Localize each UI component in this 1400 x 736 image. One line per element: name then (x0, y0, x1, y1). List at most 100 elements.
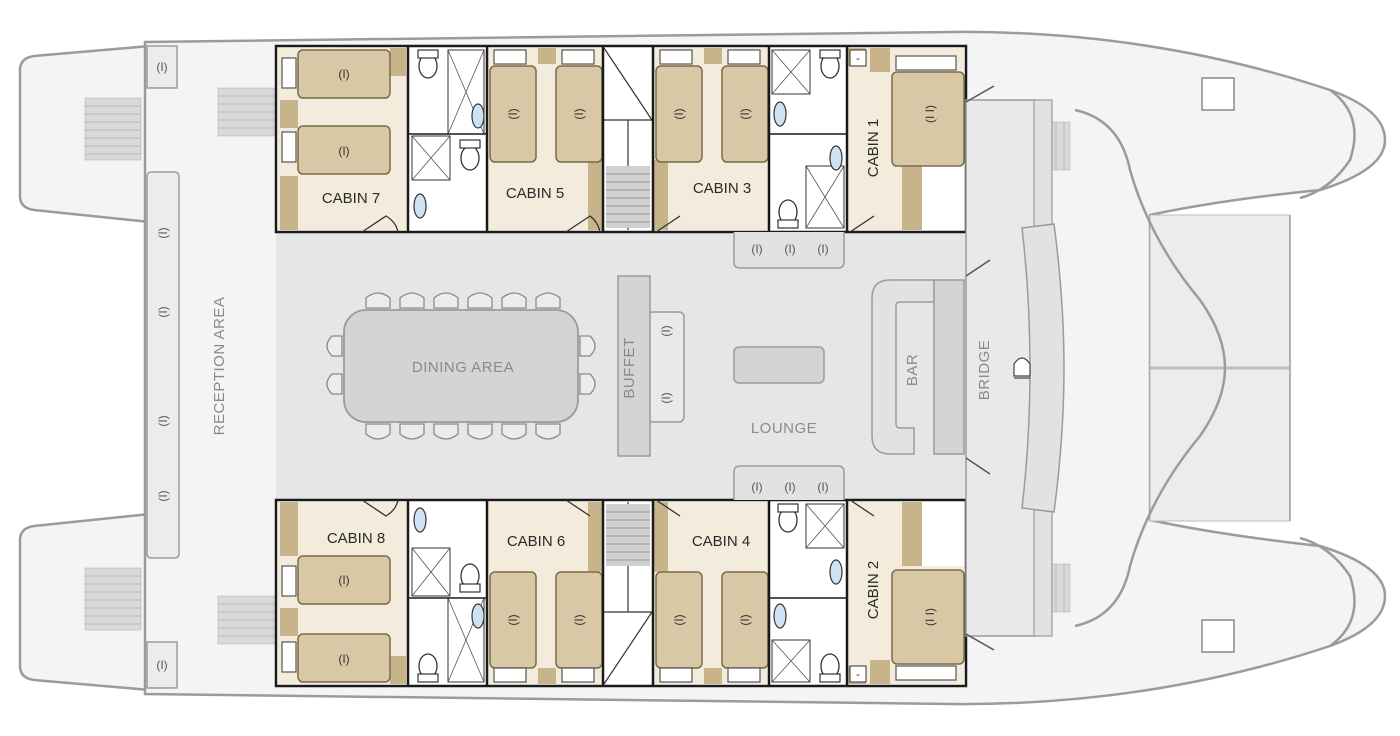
cabin-7-bed-2-label: (I) (338, 144, 349, 158)
helm-console (1021, 223, 1065, 513)
stair-reception-lower (217, 595, 275, 645)
aft-seat-upper-label: (I) (156, 60, 167, 74)
cabin-8-pillow-2 (281, 641, 297, 673)
bench-seat-3: (I) (156, 415, 170, 426)
bench-seat-4: (I) (156, 490, 170, 501)
buffet-seat-2: (I) (659, 392, 673, 403)
cabin-3-bed-1-label: (I) (672, 108, 686, 119)
cabin-6-bed-1-label: (I) (506, 614, 520, 625)
cabin-5-bed-2-label: (I) (572, 108, 586, 119)
lounge-bottom-seat-3: (I) (817, 480, 828, 494)
bridge-door-upper-right (965, 259, 991, 277)
bridge-door-upper-left (965, 85, 995, 103)
cabin-6-bed-2-label: (I) (572, 614, 586, 625)
bathrooms-upper (410, 48, 846, 230)
cabin-2-bed (891, 569, 965, 665)
beds-lower: (I) (I) (I) (I) (I) (I) (I I) - (281, 555, 965, 683)
cabin-2-minus-box (849, 665, 867, 683)
dining-chairs-bottom (365, 423, 561, 440)
forward-deck-curve (1074, 108, 1227, 628)
cabin-8-bed-1 (297, 555, 391, 605)
bar-label: BAR (904, 354, 921, 386)
aft-seat-lower (146, 641, 178, 689)
stair-aft-upper (84, 97, 142, 161)
cabin-4-pillow-1 (659, 667, 693, 683)
cabin-7-bed-1-label: (I) (338, 67, 349, 81)
buffet: (I) (I) BUFFET (617, 275, 685, 457)
beds-upper: (I) (I) (I) (I) (I) (I) (I I) - (281, 49, 965, 175)
cabin-7-label: CABIN 7 (322, 190, 380, 207)
cabin-5-pillow-1 (493, 49, 527, 65)
cabin-1-bed-label: (I I) (923, 105, 937, 123)
cabin-3-label: CABIN 3 (693, 180, 751, 197)
buffet-label: BUFFET (621, 337, 638, 398)
bridge: BRIDGE (965, 85, 1065, 651)
cabin-2-pillow (895, 665, 957, 681)
cabin-8-bed-2-label: (I) (338, 652, 349, 666)
sink-7 (413, 193, 427, 219)
cabin-8-label: CABIN 8 (327, 530, 385, 547)
cabin-4-bed-1-label: (I) (672, 614, 686, 625)
bridge-console-bottom (1033, 509, 1053, 637)
bridge-label: BRIDGE (976, 340, 993, 401)
coffee-table (733, 346, 825, 384)
bench-seat-2: (I) (156, 306, 170, 317)
cabin-3-bed-1 (655, 65, 703, 163)
bar-counter (871, 279, 935, 455)
hatch-lower (1201, 619, 1235, 653)
bridge-door-lower-right (965, 457, 991, 475)
aft-seat-lower-label: (I) (156, 658, 167, 672)
stair-aft-lower (84, 567, 142, 631)
lounge-bottom-seat-1: (I) (751, 480, 762, 494)
cabin-8-bed-1-label: (I) (338, 573, 349, 587)
cabin-doors (361, 215, 875, 517)
cabin-4-pillow-2 (727, 667, 761, 683)
sink-4 (773, 603, 787, 629)
cabin-7-bed-1 (297, 49, 391, 99)
sink-5 (471, 103, 485, 129)
bow-curve-lower (1299, 536, 1356, 648)
cabin-1-bed (891, 71, 965, 167)
cabin-7-bed-2 (297, 125, 391, 175)
cabin-5-bed-1 (489, 65, 537, 163)
lounge-top-seat-3: (I) (817, 242, 828, 256)
cabin-6-label: CABIN 6 (507, 533, 565, 550)
sink-3 (773, 101, 787, 127)
dining-chairs-ends (326, 335, 596, 395)
cabin-2-label: CABIN 2 (865, 561, 882, 619)
sink-1 (829, 145, 843, 171)
bathrooms-lower (410, 502, 846, 684)
cabin-7-pillow-2 (281, 131, 297, 163)
bench-seat-1: (I) (156, 227, 170, 238)
toilet-5 (460, 145, 480, 171)
bow-curve-upper (1299, 88, 1356, 200)
reception-benches: (I) (I) (I) (I) (I) (I) RECEPTION AREA (146, 45, 281, 689)
sink-8 (413, 507, 427, 533)
cabin-3-pillow-2 (727, 49, 761, 65)
cabin-4-bed-2-label: (I) (738, 614, 752, 625)
lounge-sofa-top (733, 232, 845, 269)
cabin-labels: CABIN 7 CABIN 5 CABIN 3 CABIN 1 CABIN 8 … (322, 119, 882, 619)
bridge-console-top (1033, 99, 1053, 227)
reception-area-label: RECEPTION AREA (211, 297, 228, 436)
central-stair-upper (603, 47, 653, 230)
cabin-1-minus: - (856, 51, 860, 65)
sink-2 (829, 559, 843, 585)
cabin-5-pillow-2 (561, 49, 595, 65)
hatch-upper (1201, 77, 1235, 111)
bar-back (933, 279, 965, 455)
buffet-counter (617, 275, 651, 457)
cabin-1-minus-box (849, 49, 867, 67)
aft-seat-upper (146, 45, 178, 89)
buffet-seat-1: (I) (659, 325, 673, 336)
helm-seat (1013, 357, 1031, 377)
cabin-5-bed-1-label: (I) (506, 108, 520, 119)
lounge-bottom-seat-2: (I) (784, 480, 795, 494)
cabin-3-pillow-1 (659, 49, 693, 65)
cabin-5-label: CABIN 5 (506, 185, 564, 202)
cabin-8-bed-2 (297, 633, 391, 683)
dining-table (343, 309, 579, 423)
stair-reception-upper (217, 87, 275, 137)
cabin-2-minus: - (856, 667, 860, 681)
cabin-1-pillow (895, 55, 957, 71)
